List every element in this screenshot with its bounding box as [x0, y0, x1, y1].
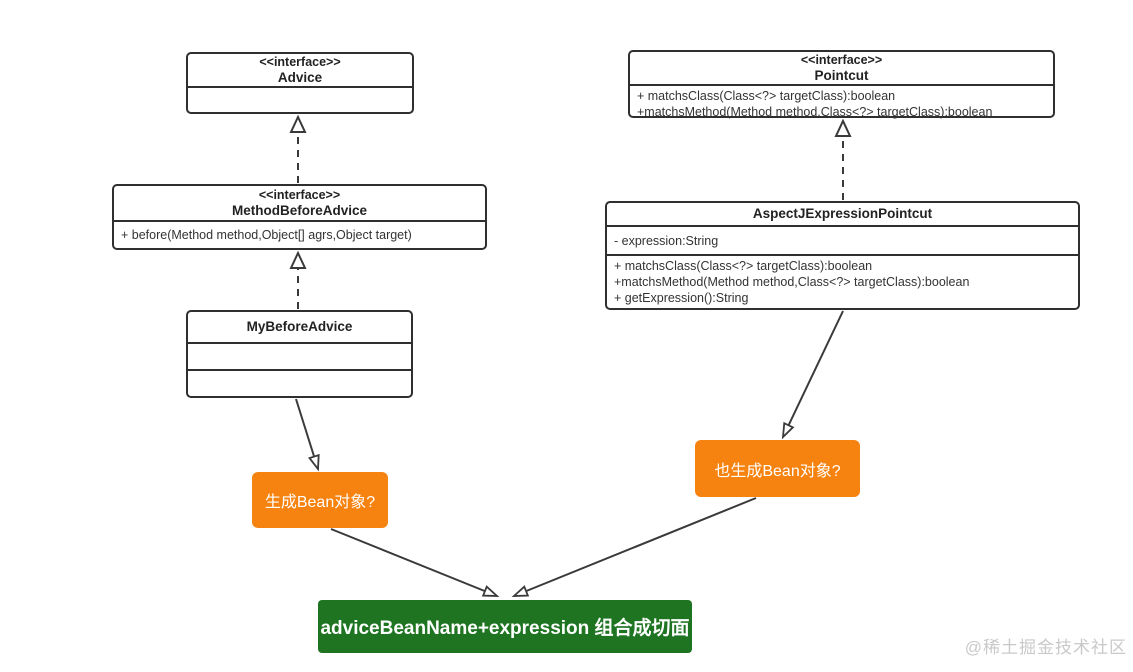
class-box-pointcut: <<interface>> Pointcut + matchsClass(Cla… — [628, 50, 1055, 119]
empty-compartment — [188, 86, 412, 112]
methods-compartment: + matchsClass(Class<?> targetClass):bool… — [607, 254, 1078, 308]
arrow-mybeforeadvice-to-generate-bean-note — [295, 398, 320, 472]
class-name: Advice — [277, 69, 323, 85]
class-header: <<interface>> MethodBeforeAdvice — [114, 186, 485, 220]
stereotype-label: <<interface>> — [800, 52, 883, 67]
attributes-compartment: - expression:String — [607, 225, 1078, 254]
class-box-my-before-advice: MyBeforeAdvice — [186, 310, 413, 398]
note-also-generate-bean: 也生成Bean对象? — [695, 440, 860, 497]
arrow-also-generate-bean-note-to-combine-note — [511, 497, 757, 597]
empty-methods-compartment — [188, 369, 411, 396]
class-name: MethodBeforeAdvice — [231, 202, 368, 218]
class-box-aspectj-expression-pointcut: AspectJExpressionPointcut - expression:S… — [605, 201, 1080, 310]
method-item: + matchsClass(Class<?> targetClass):bool… — [637, 89, 896, 103]
methods-compartment: + before(Method method,Object[] agrs,Obj… — [114, 220, 485, 248]
note-generate-bean: 生成Bean对象? — [252, 472, 388, 528]
method-item: + before(Method method,Object[] agrs,Obj… — [121, 228, 412, 242]
stereotype-label: <<interface>> — [258, 187, 341, 202]
class-box-advice: <<interface>> Advice — [186, 52, 414, 114]
stereotype-label: <<interface>> — [259, 54, 341, 69]
methods-compartment: + matchsClass(Class<?> targetClass):bool… — [630, 84, 1053, 122]
class-header: AspectJExpressionPointcut — [607, 203, 1078, 225]
method-item: +matchsMethod(Method method,Class<?> tar… — [637, 105, 993, 119]
class-header: MyBeforeAdvice — [188, 312, 411, 342]
class-name: AspectJExpressionPointcut — [752, 206, 933, 221]
class-name: MyBeforeAdvice — [246, 319, 353, 334]
class-header: <<interface>> Pointcut — [630, 52, 1053, 84]
method-item: + matchsClass(Class<?> targetClass):bool… — [614, 259, 873, 273]
class-header: <<interface>> Advice — [188, 54, 412, 86]
arrow-generate-bean-note-to-combine-note — [330, 528, 500, 597]
class-box-method-before-advice: <<interface>> MethodBeforeAdvice + befor… — [112, 184, 487, 250]
watermark-juejin: @稀土掘金技术社区 — [964, 638, 1127, 657]
note-combine-aspect: adviceBeanName+expression 组合成切面 — [318, 600, 692, 653]
empty-attributes-compartment — [188, 342, 411, 369]
method-item: +matchsMethod(Method method,Class<?> tar… — [614, 275, 970, 289]
class-name: Pointcut — [814, 67, 869, 83]
attribute-item: - expression:String — [614, 233, 719, 248]
method-item: + getExpression():String — [614, 291, 749, 305]
arrow-aspectj-to-also-generate-bean-note — [781, 310, 844, 440]
